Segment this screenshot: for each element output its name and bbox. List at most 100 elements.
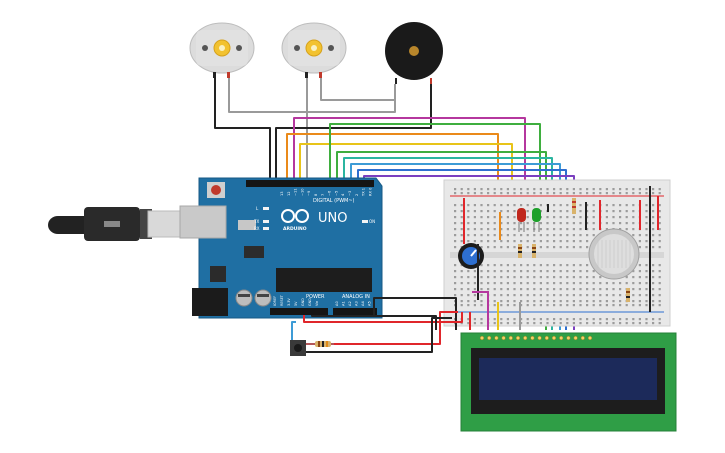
breadboard-hole bbox=[473, 304, 476, 307]
led-green[interactable] bbox=[532, 208, 541, 232]
breadboard-hole bbox=[506, 246, 509, 249]
breadboard-hole bbox=[632, 322, 635, 325]
breadboard-hole bbox=[579, 318, 582, 321]
breadboard-hole bbox=[487, 204, 490, 207]
breadboard-hole bbox=[652, 288, 655, 291]
breadboard-hole bbox=[473, 288, 476, 291]
breadboard-hole bbox=[546, 270, 549, 273]
breadboard-hole bbox=[645, 264, 648, 267]
breadboard-hole bbox=[592, 282, 595, 285]
breadboard-hole bbox=[645, 276, 648, 279]
resistor-sensor bbox=[626, 288, 630, 302]
breadboard-hole bbox=[493, 294, 496, 297]
breadboard-hole bbox=[632, 282, 635, 285]
breadboard-hole bbox=[460, 192, 463, 195]
breadboard-hole bbox=[652, 282, 655, 285]
breadboard-hole bbox=[454, 234, 457, 237]
breadboard-hole bbox=[513, 228, 516, 231]
breadboard-hole bbox=[572, 288, 575, 291]
breadboard-hole bbox=[645, 288, 648, 291]
breadboard-hole bbox=[480, 188, 483, 191]
breadboard-hole bbox=[559, 204, 562, 207]
breadboard-hole bbox=[533, 276, 536, 279]
breadboard-hole bbox=[473, 204, 476, 207]
breadboard-hole bbox=[493, 240, 496, 243]
breadboard-hole bbox=[480, 264, 483, 267]
breadboard-hole bbox=[652, 240, 655, 243]
led-red[interactable] bbox=[517, 208, 526, 232]
breadboard-hole bbox=[652, 300, 655, 303]
breadboard-hole bbox=[658, 294, 661, 297]
lcd-pin bbox=[559, 335, 564, 341]
breadboard-hole bbox=[526, 228, 529, 231]
breadboard-hole bbox=[506, 300, 509, 303]
breadboard-hole bbox=[546, 192, 549, 195]
breadboard-hole bbox=[559, 270, 562, 273]
breadboard-hole bbox=[526, 210, 529, 213]
breadboard-hole bbox=[546, 322, 549, 325]
digital-pin-label: ~10 bbox=[300, 188, 304, 196]
breadboard-hole bbox=[533, 322, 536, 325]
breadboard-hole bbox=[539, 322, 542, 325]
breadboard-hole bbox=[533, 294, 536, 297]
arduino-uno-board[interactable] bbox=[179, 177, 383, 319]
breadboard-hole bbox=[546, 276, 549, 279]
breadboard-hole bbox=[619, 204, 622, 207]
breadboard-hole bbox=[546, 216, 549, 219]
breadboard-hole bbox=[619, 188, 622, 191]
breadboard-hole bbox=[652, 216, 655, 219]
breadboard-hole bbox=[638, 270, 641, 273]
breadboard-hole bbox=[625, 210, 628, 213]
breadboard-hole bbox=[586, 228, 589, 231]
breadboard-hole bbox=[506, 240, 509, 243]
breadboard-hole bbox=[625, 282, 628, 285]
gas-sensor[interactable] bbox=[588, 228, 640, 280]
breadboard-hole bbox=[493, 204, 496, 207]
breadboard-hole bbox=[513, 234, 516, 237]
breadboard-hole bbox=[652, 188, 655, 191]
breadboard-hole bbox=[473, 276, 476, 279]
breadboard-hole bbox=[526, 294, 529, 297]
breadboard-hole bbox=[533, 234, 536, 237]
breadboard-hole bbox=[539, 276, 542, 279]
push-button[interactable] bbox=[290, 340, 306, 356]
breadboard-hole bbox=[553, 294, 556, 297]
dc-motor-right[interactable] bbox=[281, 22, 347, 78]
dc-motor-left[interactable] bbox=[189, 22, 255, 78]
breadboard-hole bbox=[467, 270, 470, 273]
breadboard-hole bbox=[638, 322, 641, 325]
potentiometer[interactable] bbox=[458, 243, 484, 269]
breadboard-hole bbox=[559, 188, 562, 191]
breadboard-hole bbox=[612, 210, 615, 213]
digital-pin-label: 2 bbox=[355, 194, 359, 196]
breadboard-hole bbox=[513, 270, 516, 273]
breadboard-hole bbox=[566, 304, 569, 307]
breadboard-hole bbox=[652, 204, 655, 207]
breadboard-hole bbox=[480, 270, 483, 273]
breadboard-hole bbox=[572, 294, 575, 297]
breadboard-hole bbox=[539, 294, 542, 297]
breadboard-hole bbox=[467, 228, 470, 231]
lcd-pin bbox=[551, 335, 557, 341]
breadboard-hole bbox=[586, 204, 589, 207]
breadboard-hole bbox=[605, 288, 608, 291]
breadboard-hole bbox=[579, 188, 582, 191]
analog-pin-label: A3 bbox=[355, 301, 359, 306]
breadboard-hole bbox=[467, 210, 470, 213]
breadboard-hole bbox=[605, 294, 608, 297]
breadboard-hole bbox=[566, 228, 569, 231]
breadboard-hole bbox=[572, 318, 575, 321]
breadboard-hole bbox=[500, 246, 503, 249]
breadboard-hole bbox=[566, 216, 569, 219]
resistor-button bbox=[306, 341, 334, 347]
breadboard-hole bbox=[599, 192, 602, 195]
lcd-pin bbox=[573, 335, 578, 341]
lcd-16x2[interactable] bbox=[460, 332, 677, 432]
breadboard-hole bbox=[500, 204, 503, 207]
breadboard-hole bbox=[513, 204, 516, 207]
power-pin-label: Vin bbox=[315, 301, 319, 306]
piezo-buzzer[interactable] bbox=[385, 22, 443, 84]
breadboard-hole bbox=[454, 188, 457, 191]
breadboard-hole bbox=[526, 288, 529, 291]
breadboard-hole bbox=[546, 188, 549, 191]
